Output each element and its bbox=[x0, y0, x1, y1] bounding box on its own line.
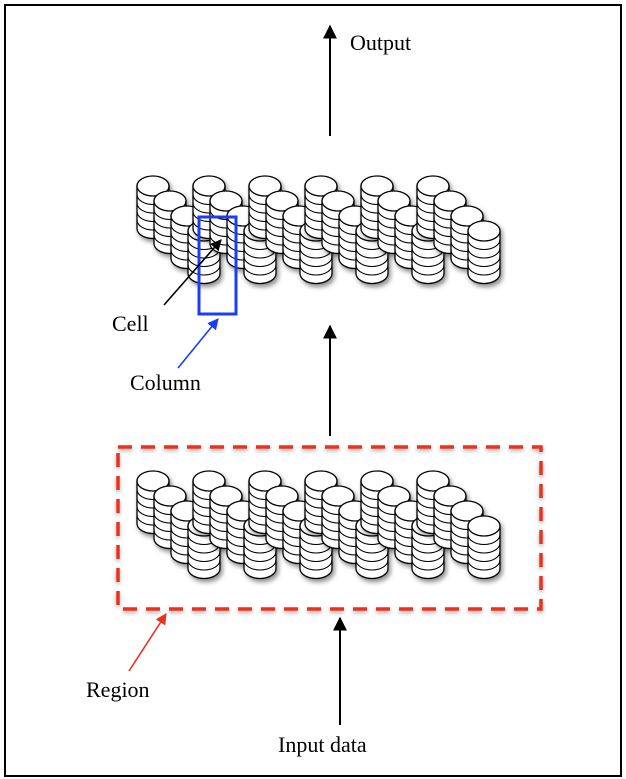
cell bbox=[411, 256, 445, 268]
cell bbox=[153, 485, 187, 507]
cell bbox=[360, 175, 394, 197]
cell-label: Cell bbox=[112, 311, 149, 336]
cell bbox=[467, 239, 501, 251]
cell bbox=[377, 190, 411, 212]
lower-region bbox=[136, 470, 501, 580]
cell bbox=[416, 175, 450, 197]
cell bbox=[450, 500, 484, 522]
cell bbox=[187, 264, 221, 276]
column-arrow bbox=[177, 318, 219, 369]
column bbox=[467, 220, 501, 285]
cell bbox=[248, 175, 282, 197]
cell bbox=[265, 485, 299, 507]
cell bbox=[467, 220, 501, 242]
input-data-label: Input data bbox=[278, 732, 367, 757]
cell bbox=[433, 485, 467, 507]
cell bbox=[153, 190, 187, 212]
cell bbox=[355, 551, 389, 563]
cell bbox=[187, 256, 221, 268]
cell bbox=[450, 205, 484, 227]
cell bbox=[209, 485, 243, 507]
cell bbox=[377, 485, 411, 507]
cell bbox=[355, 264, 389, 276]
output-label: Output bbox=[350, 30, 411, 55]
cell bbox=[192, 175, 226, 197]
cell bbox=[243, 264, 277, 276]
region-highlight-box bbox=[116, 445, 543, 611]
column bbox=[467, 515, 501, 580]
cell bbox=[433, 190, 467, 212]
cell bbox=[299, 551, 333, 563]
cell bbox=[243, 551, 277, 563]
cell bbox=[467, 559, 501, 571]
cell bbox=[411, 264, 445, 276]
cell bbox=[355, 559, 389, 571]
cell bbox=[411, 559, 445, 571]
cell bbox=[467, 534, 501, 546]
cell bbox=[248, 470, 282, 492]
cell bbox=[321, 190, 355, 212]
cell bbox=[299, 559, 333, 571]
cell bbox=[467, 551, 501, 563]
cell bbox=[467, 247, 501, 259]
cell bbox=[265, 190, 299, 212]
cell bbox=[416, 470, 450, 492]
cell bbox=[304, 470, 338, 492]
cell bbox=[299, 256, 333, 268]
cell bbox=[355, 256, 389, 268]
cell-arrow bbox=[163, 239, 222, 306]
region-label: Region bbox=[86, 677, 150, 702]
cell bbox=[299, 264, 333, 276]
cell bbox=[187, 551, 221, 563]
upper-region bbox=[136, 175, 501, 285]
cell bbox=[467, 515, 501, 537]
cell bbox=[187, 559, 221, 571]
cell bbox=[243, 256, 277, 268]
cell bbox=[209, 190, 243, 212]
cell bbox=[136, 175, 170, 197]
cell bbox=[467, 264, 501, 276]
cell bbox=[243, 559, 277, 571]
cell bbox=[304, 175, 338, 197]
cell bbox=[192, 470, 226, 492]
cell bbox=[411, 551, 445, 563]
region-arrow bbox=[128, 613, 167, 672]
cell bbox=[136, 470, 170, 492]
cell bbox=[360, 470, 394, 492]
figure-frame bbox=[4, 4, 622, 777]
cell bbox=[467, 256, 501, 268]
column-label: Column bbox=[130, 370, 201, 395]
cell bbox=[321, 485, 355, 507]
cell bbox=[467, 542, 501, 554]
